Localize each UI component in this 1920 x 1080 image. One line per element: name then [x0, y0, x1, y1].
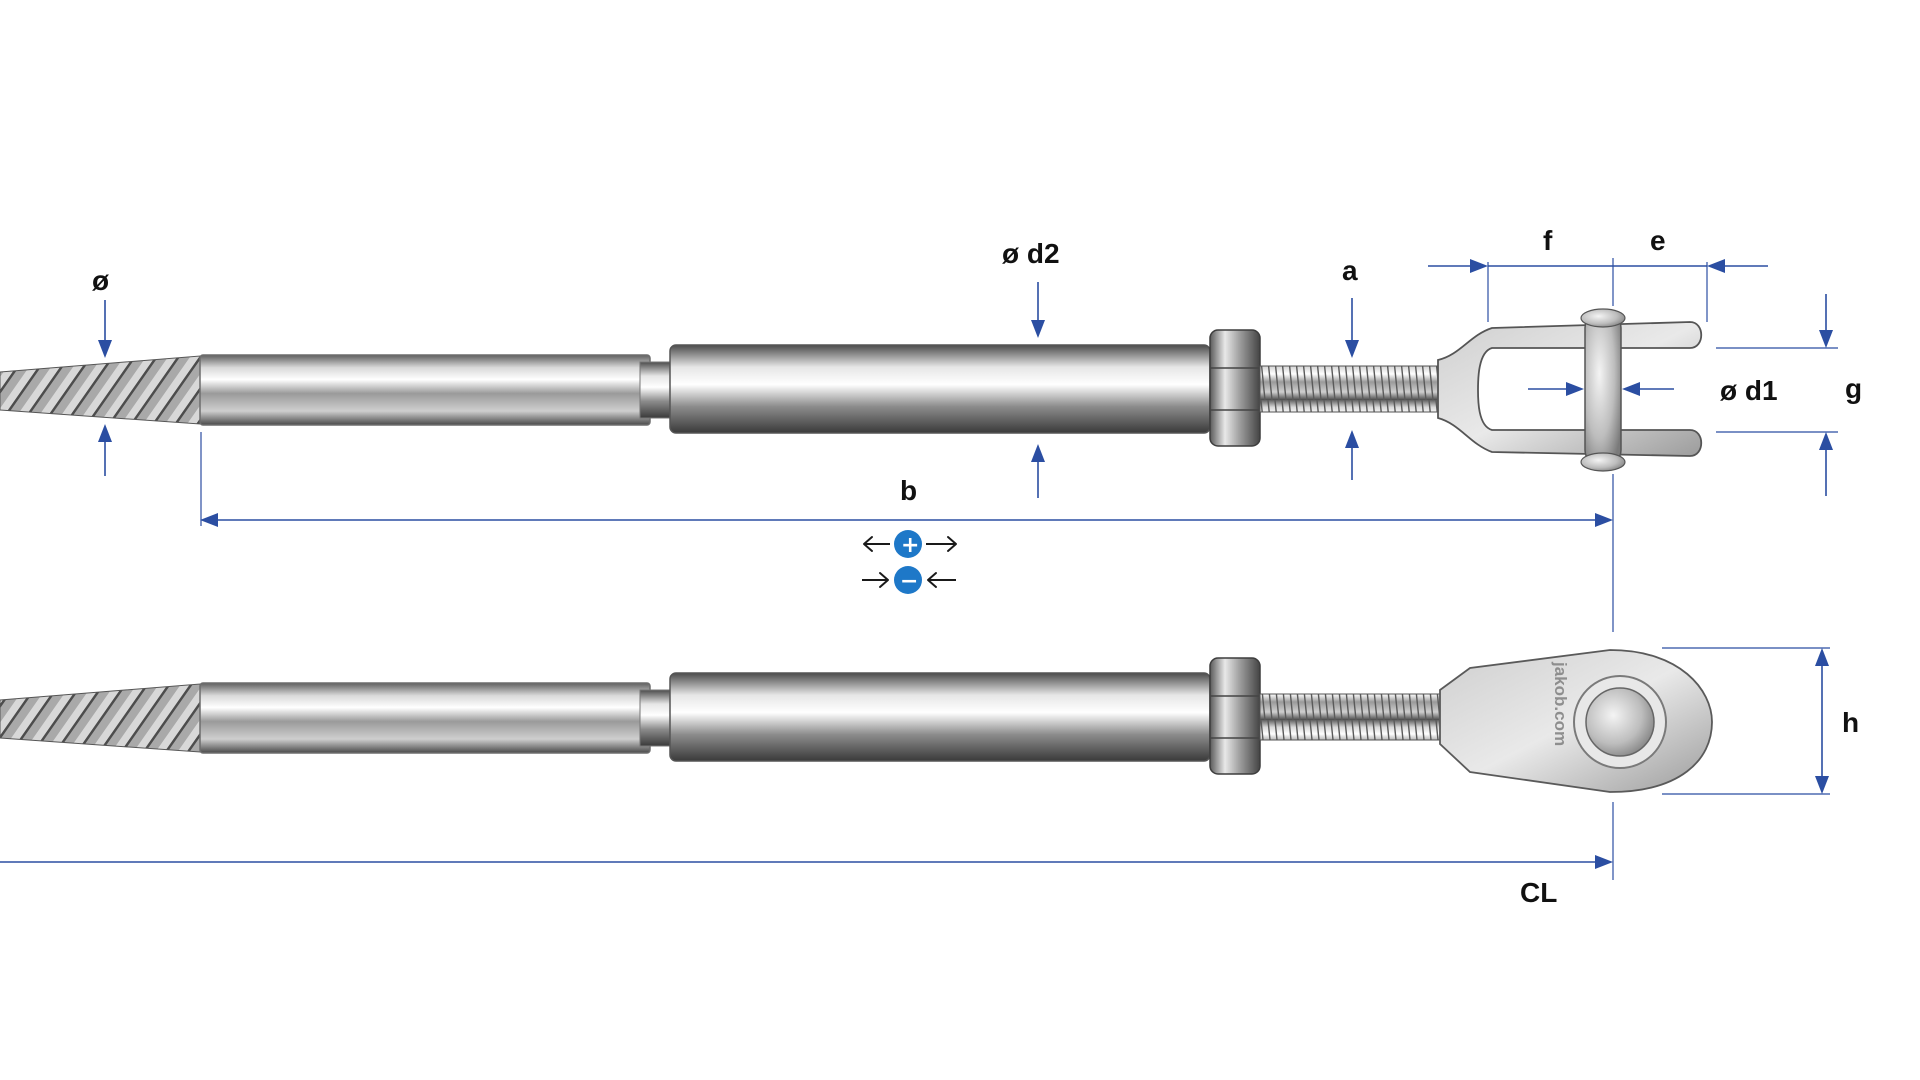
svg-text:−: −	[900, 569, 918, 594]
dim-rope-diameter: ø	[92, 265, 112, 476]
swage-sleeve	[199, 354, 651, 426]
brand-engraving: jakob.com	[1551, 661, 1570, 746]
dim-length-b: b	[200, 432, 1614, 632]
dim-eye-h: h	[1662, 647, 1859, 795]
label-cl: CL	[1520, 877, 1557, 908]
threaded-stud	[1259, 365, 1441, 413]
eye-terminal: jakob.com	[0, 649, 1713, 793]
label-g: g	[1845, 373, 1862, 404]
dim-f-e: f e	[1428, 225, 1768, 322]
label-a: a	[1342, 255, 1358, 286]
swage-sleeve	[199, 682, 651, 754]
lock-nut	[1209, 329, 1261, 447]
dim-thread-a: a	[1342, 255, 1359, 480]
svg-text:+: +	[901, 533, 919, 558]
fork-terminal	[0, 308, 1703, 472]
dim-cable-length: CL	[0, 802, 1614, 908]
wire-rope	[0, 355, 201, 425]
label-b: b	[900, 475, 917, 506]
label-d1: ø d1	[1720, 375, 1778, 406]
label-rope-diameter: ø	[92, 265, 109, 296]
dim-jaw-g: g	[1716, 294, 1862, 496]
fork-jaw	[1437, 321, 1703, 457]
dim-pin-d1: ø d1	[1528, 375, 1778, 406]
label-d2: ø d2	[1002, 238, 1060, 269]
adjustment-symbol: + −	[862, 530, 957, 594]
turnbuckle-body	[669, 672, 1211, 762]
threaded-stud	[1259, 693, 1441, 741]
dim-body-diameter: ø d2	[1002, 238, 1060, 498]
clevis-pin	[1584, 311, 1622, 467]
wire-rope	[0, 683, 201, 753]
label-e: e	[1650, 225, 1666, 256]
label-f: f	[1543, 225, 1553, 256]
turnbuckle-body	[669, 344, 1211, 434]
shorten-icon	[894, 566, 922, 594]
lock-nut	[1209, 657, 1261, 775]
extend-icon	[894, 530, 922, 558]
label-h: h	[1842, 707, 1859, 738]
